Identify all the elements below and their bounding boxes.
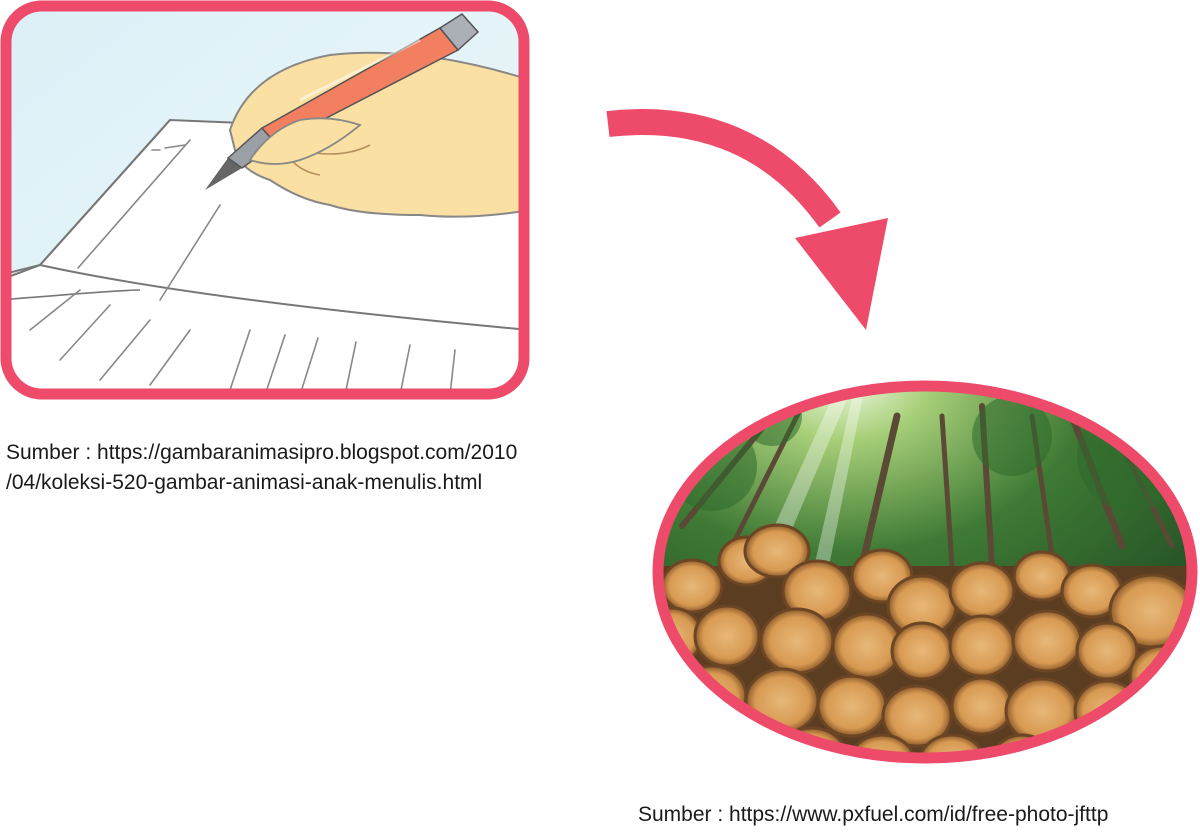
source-caption-forest: Sumber : https://www.pxfuel.com/id/free-… bbox=[638, 803, 1109, 826]
source-caption-writing: Sumber : https://gambaranimasipro.blogsp… bbox=[6, 438, 517, 498]
hand-writing-illustration bbox=[0, 0, 530, 400]
forest-logs-illustration bbox=[652, 380, 1198, 764]
writing-illustration-panel bbox=[0, 0, 530, 400]
source-caption-line-1: Sumber : https://gambaranimasipro.blogsp… bbox=[6, 441, 518, 464]
source-caption-line-2: /04/koleksi-520-gambar-animasi-anak-menu… bbox=[6, 471, 483, 494]
forest-logs-photo-panel bbox=[652, 376, 1198, 768]
curved-arrow-icon bbox=[600, 100, 900, 340]
